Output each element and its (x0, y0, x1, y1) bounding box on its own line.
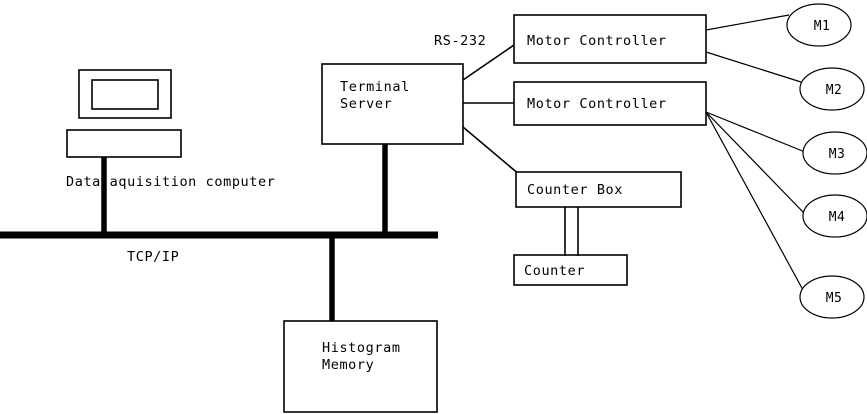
computer-keyboard (66, 129, 182, 158)
motor-m1-ellipse (786, 3, 852, 47)
motor-m2-ellipse (799, 67, 865, 111)
motor-m3-ellipse (802, 131, 867, 175)
link-motor-controller-2-to-m3 (705, 111, 806, 153)
counter-box (513, 254, 628, 286)
motor-m4-ellipse (802, 194, 867, 238)
terminal-server-label-line2: Server (340, 96, 392, 112)
counter-box-box (515, 171, 682, 208)
motor-m5-label: M5 (826, 291, 842, 306)
histogram-memory-label-line1: Histogram (322, 340, 401, 356)
motor-m4-label: M4 (829, 210, 845, 225)
motor-m2-label: M2 (826, 83, 842, 98)
motor-m3-label: M3 (829, 147, 845, 162)
terminal-server-label-line1: Terminal (340, 79, 410, 95)
data-acquisition-computer-label: Data aquisition computer (66, 174, 275, 190)
histogram-memory-label-line2: Memory (322, 357, 374, 373)
counter-box-label: Counter Box (527, 182, 623, 198)
counter-label: Counter (524, 263, 585, 279)
link-terminal-server-to-motor-controller-1 (462, 44, 515, 81)
link-motor-controller-1-to-m2 (705, 51, 802, 83)
link-motor-controller-1-to-m1 (705, 14, 790, 31)
motor-controller-1-label: Motor Controller (527, 33, 667, 49)
link-terminal-server-to-counter-box (462, 126, 521, 176)
tcpip-label: TCP/IP (127, 249, 179, 265)
link-motor-controller-2-to-m4 (705, 111, 805, 214)
histogram-memory-box (283, 320, 438, 413)
computer-monitor-screen (91, 79, 159, 110)
motor-controller-2-label: Motor Controller (527, 96, 667, 112)
rs232-label: RS-232 (434, 33, 486, 49)
motor-m1-label: M1 (814, 19, 830, 34)
motor-m5-ellipse (799, 275, 865, 319)
link-motor-controller-2-to-m5 (705, 111, 804, 291)
motor-controller-2-box (513, 81, 707, 126)
terminal-server-box (321, 63, 464, 145)
motor-controller-1-box (513, 14, 707, 64)
